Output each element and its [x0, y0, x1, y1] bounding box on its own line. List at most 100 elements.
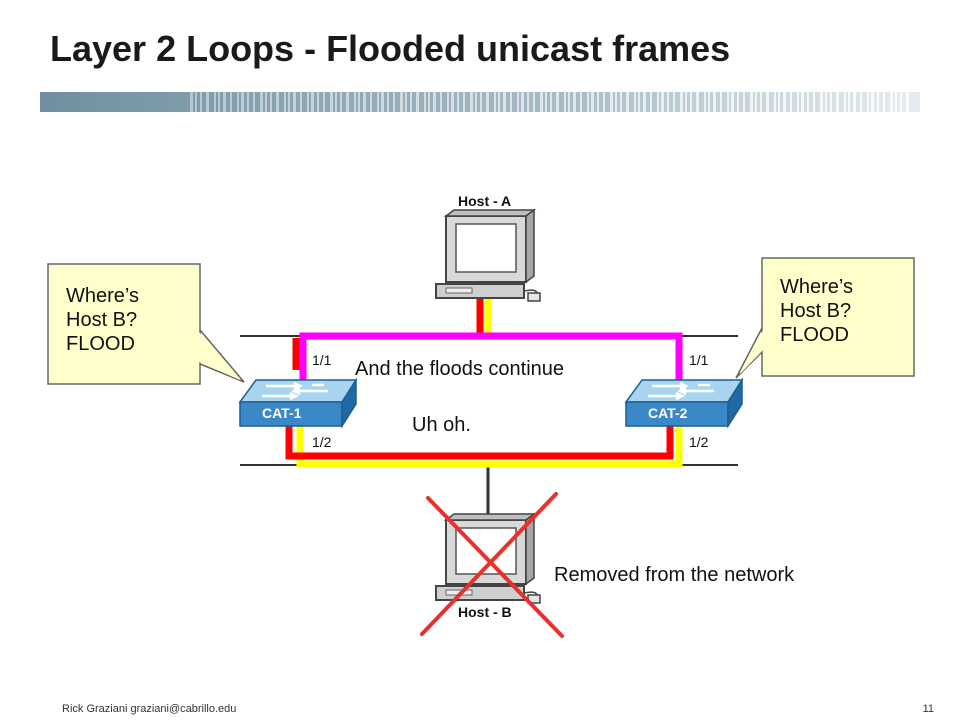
banner-stripe [755, 92, 757, 112]
banner-stripe [783, 92, 786, 112]
banner-stripe [405, 92, 407, 112]
banner-stripe [276, 92, 279, 112]
banner-stripe [778, 92, 780, 112]
banner-stripe [300, 92, 302, 112]
banner-stripe [517, 92, 519, 112]
banner-stripe [690, 92, 692, 112]
banner-stripe [877, 92, 879, 112]
banner-stripe [527, 92, 529, 112]
callout-right-text: Where’s Host B? FLOOD [780, 275, 853, 347]
host-a-label: Host - A [458, 193, 512, 209]
banner-stripe [335, 92, 337, 112]
banner-stripe [237, 92, 239, 112]
banner-stripe [790, 92, 792, 112]
banner-stripe [218, 92, 220, 112]
switch-cat-2-icon [624, 377, 744, 429]
banner-stripe [475, 92, 477, 112]
callout-right-line-1: Where’s [780, 276, 853, 298]
banner-stripe [486, 92, 489, 112]
banner-stripe [323, 92, 325, 112]
banner-stripe [610, 92, 613, 112]
callout-right-line-3: FLOOD [780, 324, 849, 346]
slide-title: Layer 2 Loops - Flooded unicast frames [50, 28, 731, 69]
banner-stripe [673, 92, 675, 112]
banner-stripe [214, 92, 216, 112]
banner-stripe [825, 92, 827, 112]
banner-stripe [195, 92, 197, 112]
host-b-label: Host - B [458, 604, 512, 620]
callout-left-bubble [47, 263, 245, 385]
banner-stripe [820, 92, 823, 112]
banner-stripe [358, 92, 360, 112]
flood-path-red [285, 298, 674, 460]
banner-stripe [848, 92, 850, 112]
port-label-cat1-1-2: 1/2 [312, 434, 332, 450]
callout-left-line-2: Host B? [66, 309, 138, 331]
banner-stripe [661, 92, 664, 112]
floods-continue-text: And the floods continue [355, 358, 565, 380]
banner-stripe [540, 92, 543, 112]
banner-stripe [696, 92, 699, 112]
banner-stripe [638, 92, 640, 112]
banner-stripe [871, 92, 874, 112]
banner-stripe [447, 92, 449, 112]
port-label-cat2-1-2: 1/2 [689, 434, 709, 450]
banner-stripe [737, 92, 739, 112]
banner-stripe [895, 92, 897, 112]
banner-stripe [813, 92, 815, 112]
port-label-cat1-1-1: 1/1 [312, 352, 332, 368]
removed-from-network-text: Removed from the network [554, 564, 795, 586]
banner-stripe [573, 92, 576, 112]
banner-stripe [370, 92, 372, 112]
callout-right-bubble [735, 257, 915, 379]
banner-stripe [556, 92, 559, 112]
uh-oh-text: Uh oh. [412, 414, 471, 436]
title-underline-banner [40, 92, 920, 112]
banner-stripe [867, 92, 869, 112]
banner-stripe [253, 92, 255, 112]
banner-stripe [564, 92, 566, 112]
banner-stripe [760, 92, 762, 112]
banner-stripe [626, 92, 629, 112]
banner-stripe [494, 92, 496, 112]
banner-stripe [311, 92, 314, 112]
banner-stripe [307, 92, 309, 112]
banner-stripe [480, 92, 482, 112]
banner-stripe [597, 92, 599, 112]
banner-stripe [510, 92, 512, 112]
banner-stripe [643, 92, 646, 112]
banner-stripe [247, 92, 249, 112]
banner-stripe [580, 92, 582, 112]
banner-stripe [743, 92, 745, 112]
banner-stripe [720, 92, 722, 112]
banner-stripe [381, 92, 384, 112]
banner-stripe [890, 92, 893, 112]
banner-stripe [704, 92, 706, 112]
banner-stripe [284, 92, 286, 112]
switch-cat-1-label: CAT-1 [262, 405, 302, 421]
banner-stripe [293, 92, 296, 112]
banner-stripe [836, 92, 839, 112]
removed-x-mark [420, 492, 564, 638]
banner-stripe [265, 92, 267, 112]
banner-stripe [521, 92, 524, 112]
banner-stripe [650, 92, 652, 112]
banner-stripe [533, 92, 535, 112]
banner-stripe [587, 92, 589, 112]
banner-stripe [766, 92, 769, 112]
banner-stripe [615, 92, 617, 112]
callout-left-text: Where’s Host B? FLOOD [66, 284, 139, 356]
switch-cat-2-label: CAT-2 [648, 405, 688, 421]
page-number: 11 [922, 703, 934, 715]
banner-stripe [451, 92, 454, 112]
banner-stripe [906, 92, 909, 112]
banner-stripe [190, 92, 193, 112]
banner-stripe [416, 92, 419, 112]
flood-path-yellow [296, 298, 683, 468]
banner-stripe [603, 92, 605, 112]
banner-stripe [260, 92, 263, 112]
banner-stripe [346, 92, 349, 112]
callout-right-line-2: Host B? [780, 300, 852, 322]
banner-stripe [685, 92, 687, 112]
banner-stripe [801, 92, 804, 112]
